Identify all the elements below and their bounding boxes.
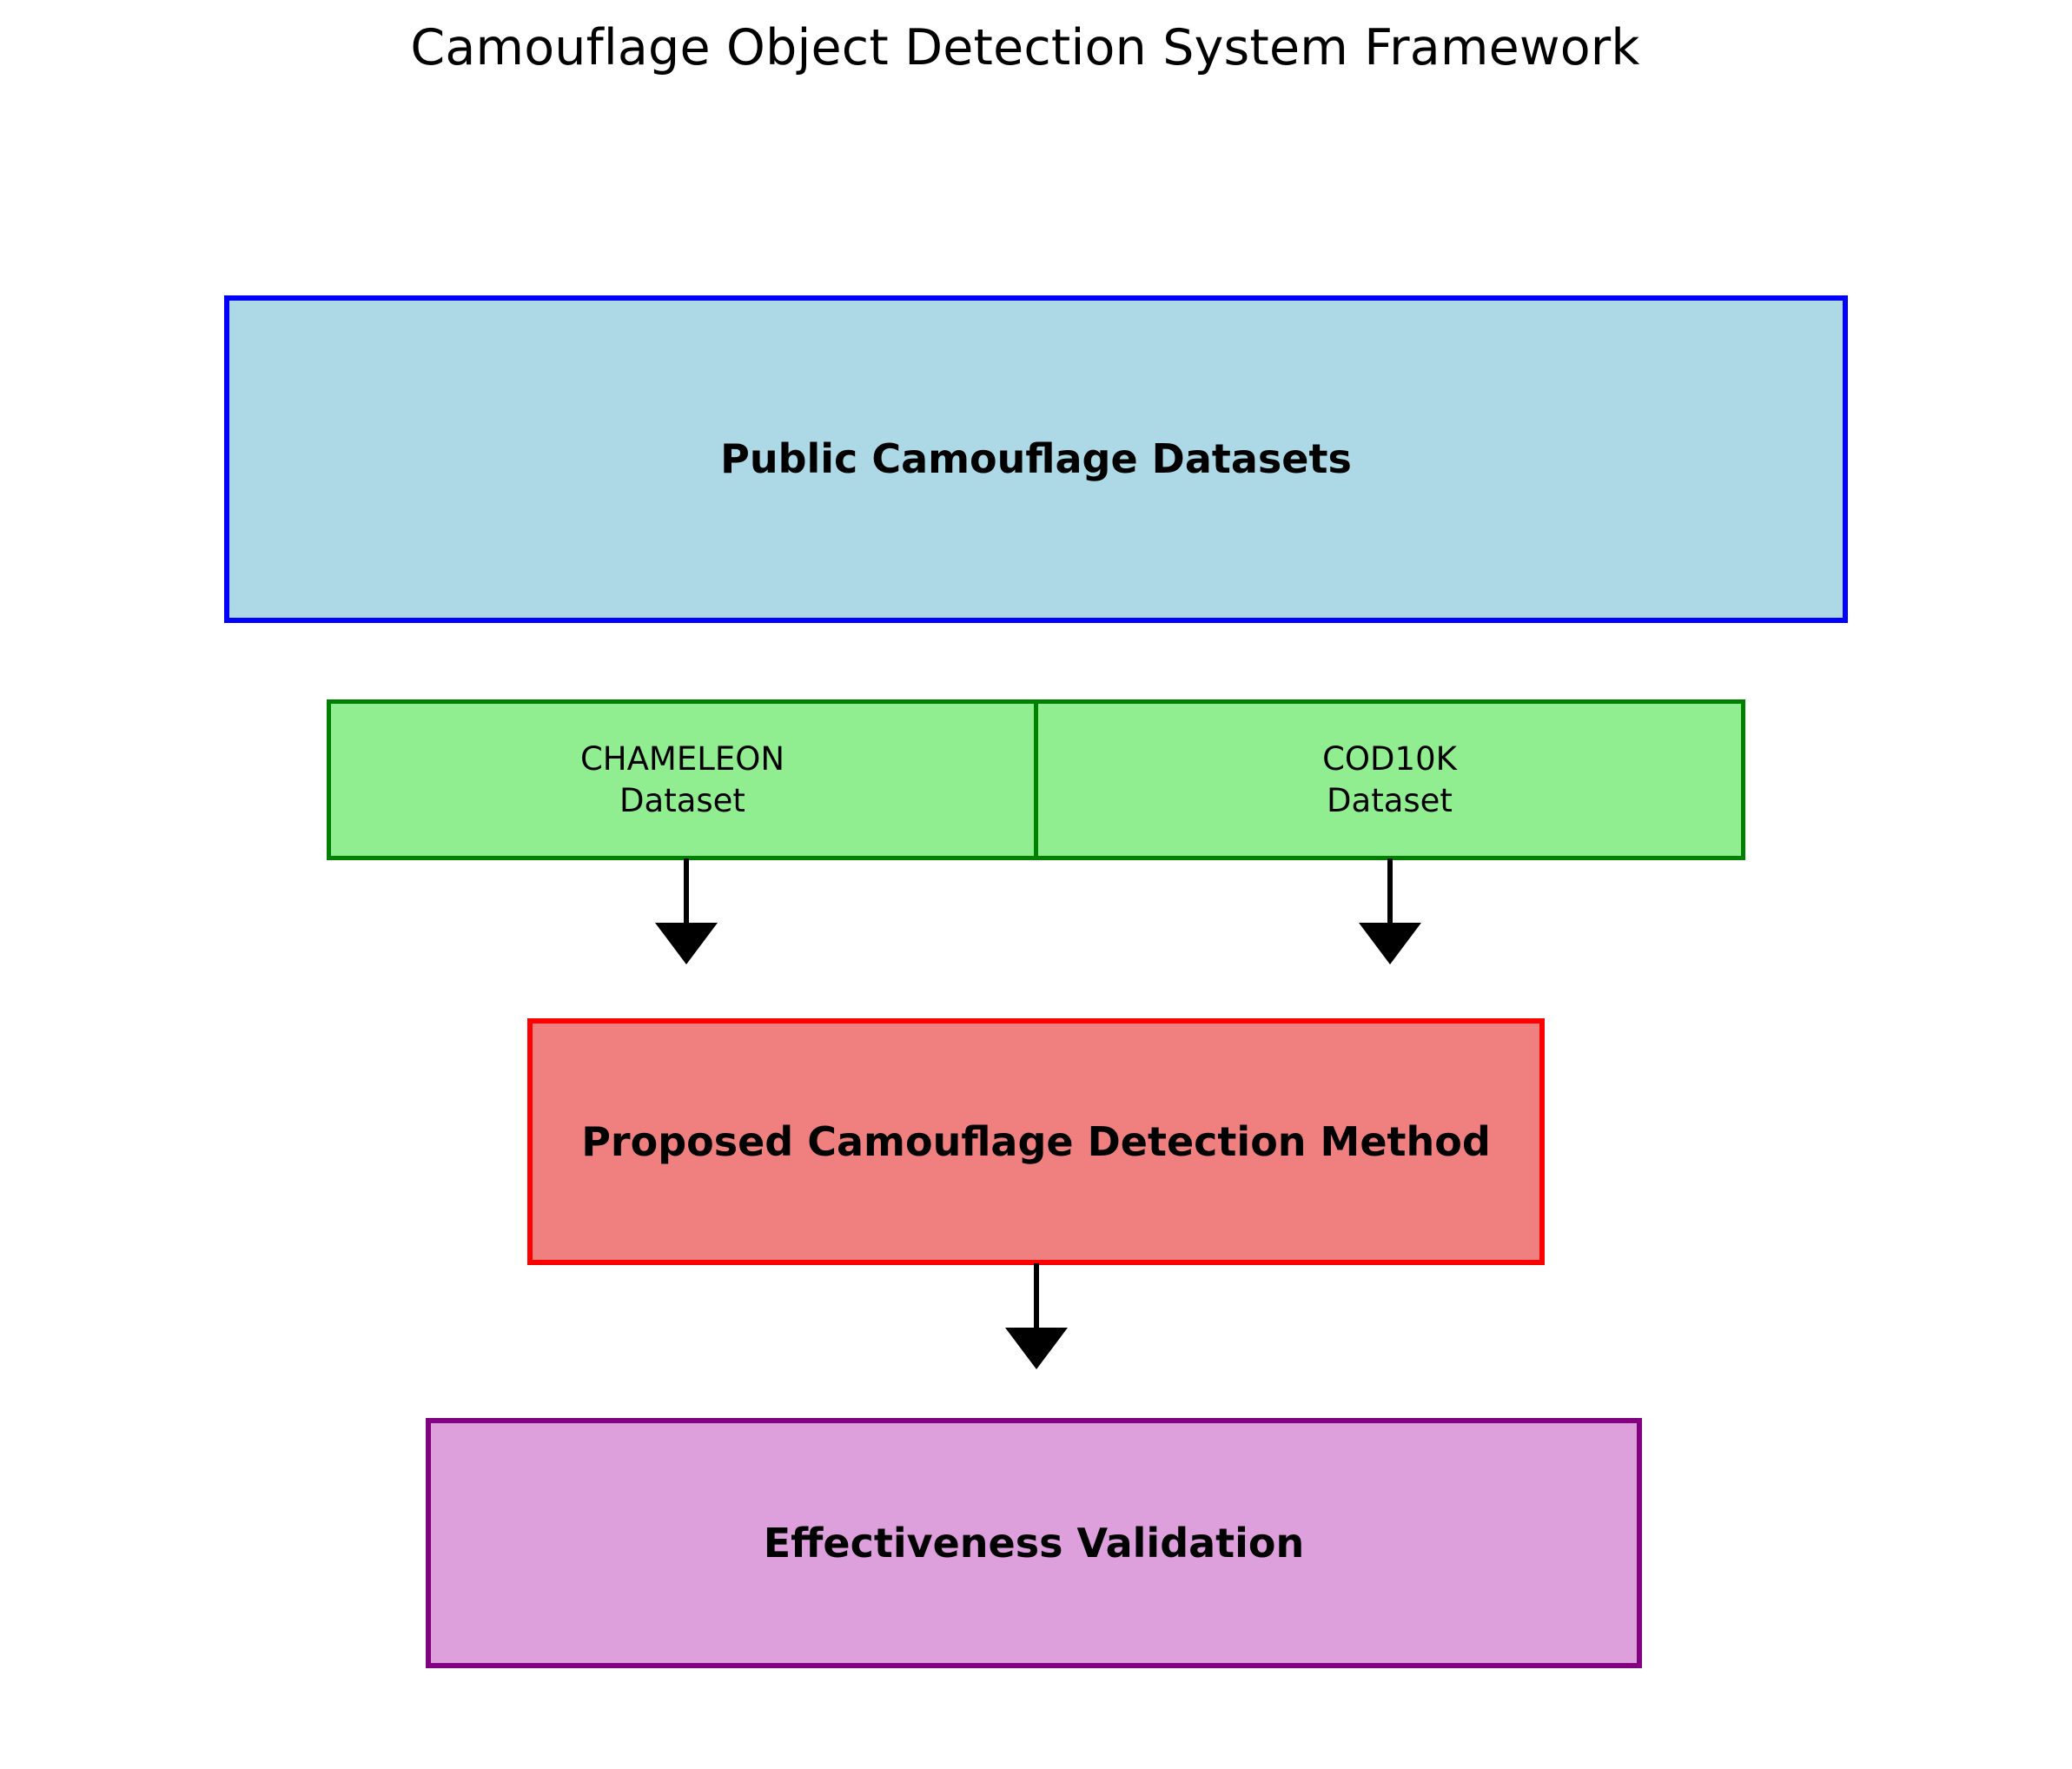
node-label-public-camouflage-datasets: Public Camouflage Datasets bbox=[720, 435, 1352, 483]
dataset-node-group: CHAMELEON Dataset COD10K Dataset bbox=[327, 699, 1745, 860]
node-cod10k-dataset[interactable]: COD10K Dataset bbox=[1038, 704, 1741, 856]
node-effectiveness-validation[interactable]: Effectiveness Validation bbox=[426, 1418, 1642, 1668]
page-title: Camouflage Object Detection System Frame… bbox=[410, 19, 1640, 76]
arrow-shaft bbox=[1387, 858, 1393, 926]
node-proposed-camouflage-detection-method[interactable]: Proposed Camouflage Detection Method bbox=[527, 1018, 1545, 1265]
arrow-shaft bbox=[684, 858, 689, 926]
node-label-effectiveness-validation: Effectiveness Validation bbox=[763, 1519, 1305, 1567]
arrow-shaft bbox=[1034, 1263, 1039, 1331]
chameleon-line-1: CHAMELEON bbox=[579, 740, 785, 778]
chameleon-line-2: Dataset bbox=[619, 781, 745, 819]
cod10k-line-2: Dataset bbox=[1327, 781, 1453, 819]
node-label-proposed-camouflage-detection-method: Proposed Camouflage Detection Method bbox=[581, 1117, 1491, 1165]
arrow-chameleon-to-proposed-method-icon bbox=[655, 858, 718, 964]
arrow-head bbox=[1359, 923, 1421, 964]
node-label-chameleon-dataset: CHAMELEON Dataset bbox=[580, 739, 784, 821]
cod10k-line-1: COD10K bbox=[1322, 740, 1457, 778]
arrow-proposed-method-to-effectiveness-validation-icon bbox=[1005, 1263, 1068, 1369]
node-public-camouflage-datasets[interactable]: Public Camouflage Datasets bbox=[224, 295, 1848, 623]
node-chameleon-dataset[interactable]: CHAMELEON Dataset bbox=[331, 704, 1038, 856]
arrow-head bbox=[655, 923, 718, 964]
arrow-head bbox=[1005, 1328, 1068, 1369]
arrow-cod10k-to-proposed-method-icon bbox=[1359, 858, 1421, 964]
node-label-cod10k-dataset: COD10K Dataset bbox=[1322, 739, 1457, 821]
